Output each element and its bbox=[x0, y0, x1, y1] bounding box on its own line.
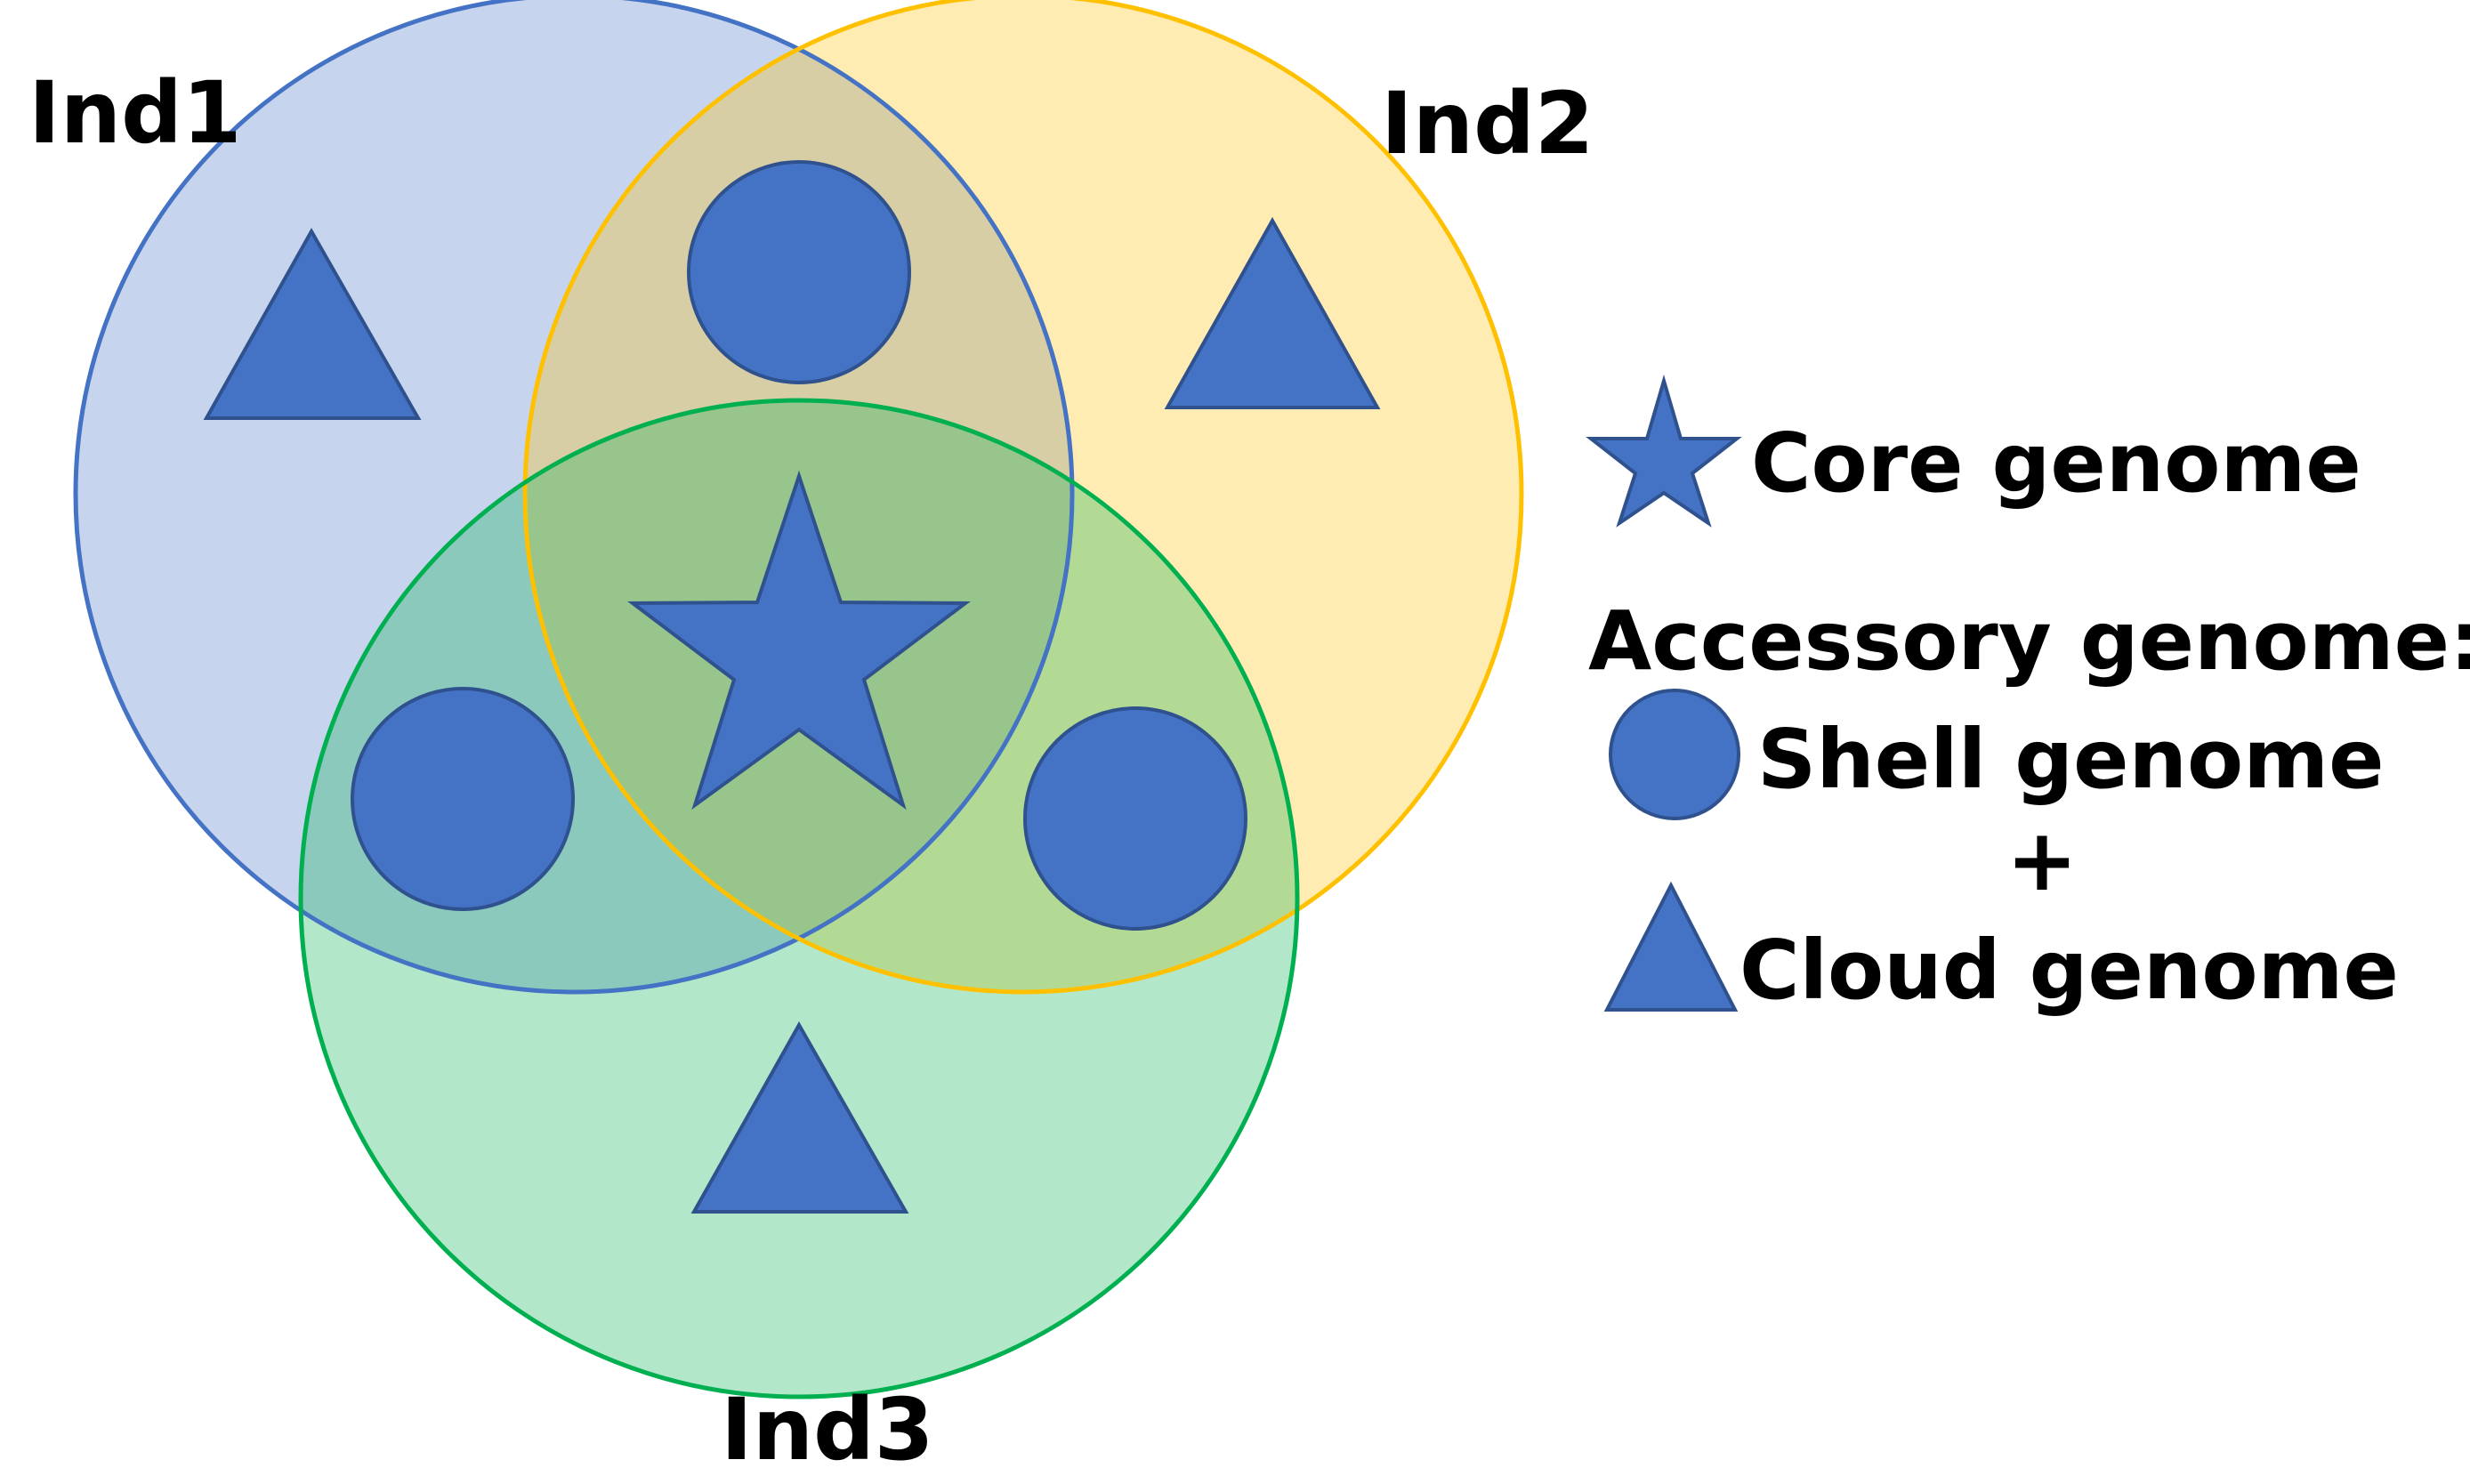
triangle-icon bbox=[1603, 881, 1739, 1012]
star-icon bbox=[627, 470, 971, 811]
region-glyphs bbox=[203, 160, 1381, 1214]
circle-icon bbox=[687, 160, 911, 384]
legend-core-label: Core genome bbox=[1751, 415, 2361, 511]
set-outline-ind3 bbox=[298, 398, 1300, 1399]
triangle-icon bbox=[690, 1020, 909, 1214]
set-outline-ind2 bbox=[522, 0, 1524, 995]
circle-icon bbox=[351, 687, 575, 911]
set-outline-ind1 bbox=[73, 0, 1075, 995]
set-label-ind2: Ind2 bbox=[1381, 74, 1594, 173]
legend-accessory-heading: Accessory genome: bbox=[1588, 593, 2470, 689]
set-label-ind1: Ind1 bbox=[28, 63, 242, 163]
legend-cloud-label: Cloud genome bbox=[1739, 923, 2399, 1018]
triangle-icon bbox=[203, 227, 422, 420]
star-icon bbox=[1586, 374, 1742, 528]
set-outlines bbox=[73, 0, 1524, 1399]
circle-icon bbox=[1023, 706, 1247, 931]
legend: Core genome Accessory genome: Shell geno… bbox=[1586, 374, 2470, 1018]
triangle-icon bbox=[1164, 216, 1381, 409]
legend-shell-label: Shell genome bbox=[1757, 712, 2384, 807]
legend-plus-sign: + bbox=[2006, 811, 2078, 910]
circle-icon bbox=[1609, 689, 1740, 820]
set-label-ind3: Ind3 bbox=[721, 1380, 934, 1480]
